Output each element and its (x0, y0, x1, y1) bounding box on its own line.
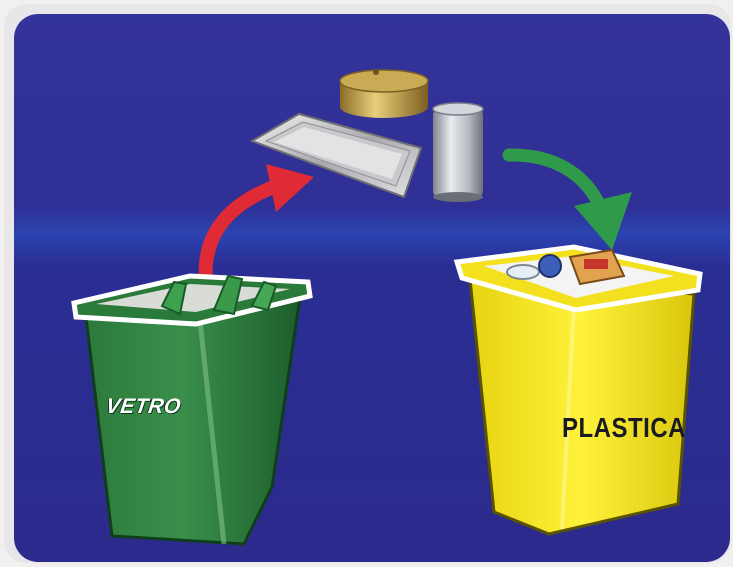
plastic-bin-icon (457, 247, 700, 534)
glass-bin-label: VETRO (104, 395, 182, 419)
red-arrow-icon (206, 164, 314, 282)
recycling-illustration: VETRO PLASTICA (14, 14, 730, 562)
green-arrow-icon (509, 155, 632, 250)
tin-lid-icon (340, 69, 428, 118)
scene-svg (14, 14, 730, 562)
plastic-bin-label: PLASTICA (562, 413, 686, 445)
aluminium-can-icon (433, 103, 483, 202)
